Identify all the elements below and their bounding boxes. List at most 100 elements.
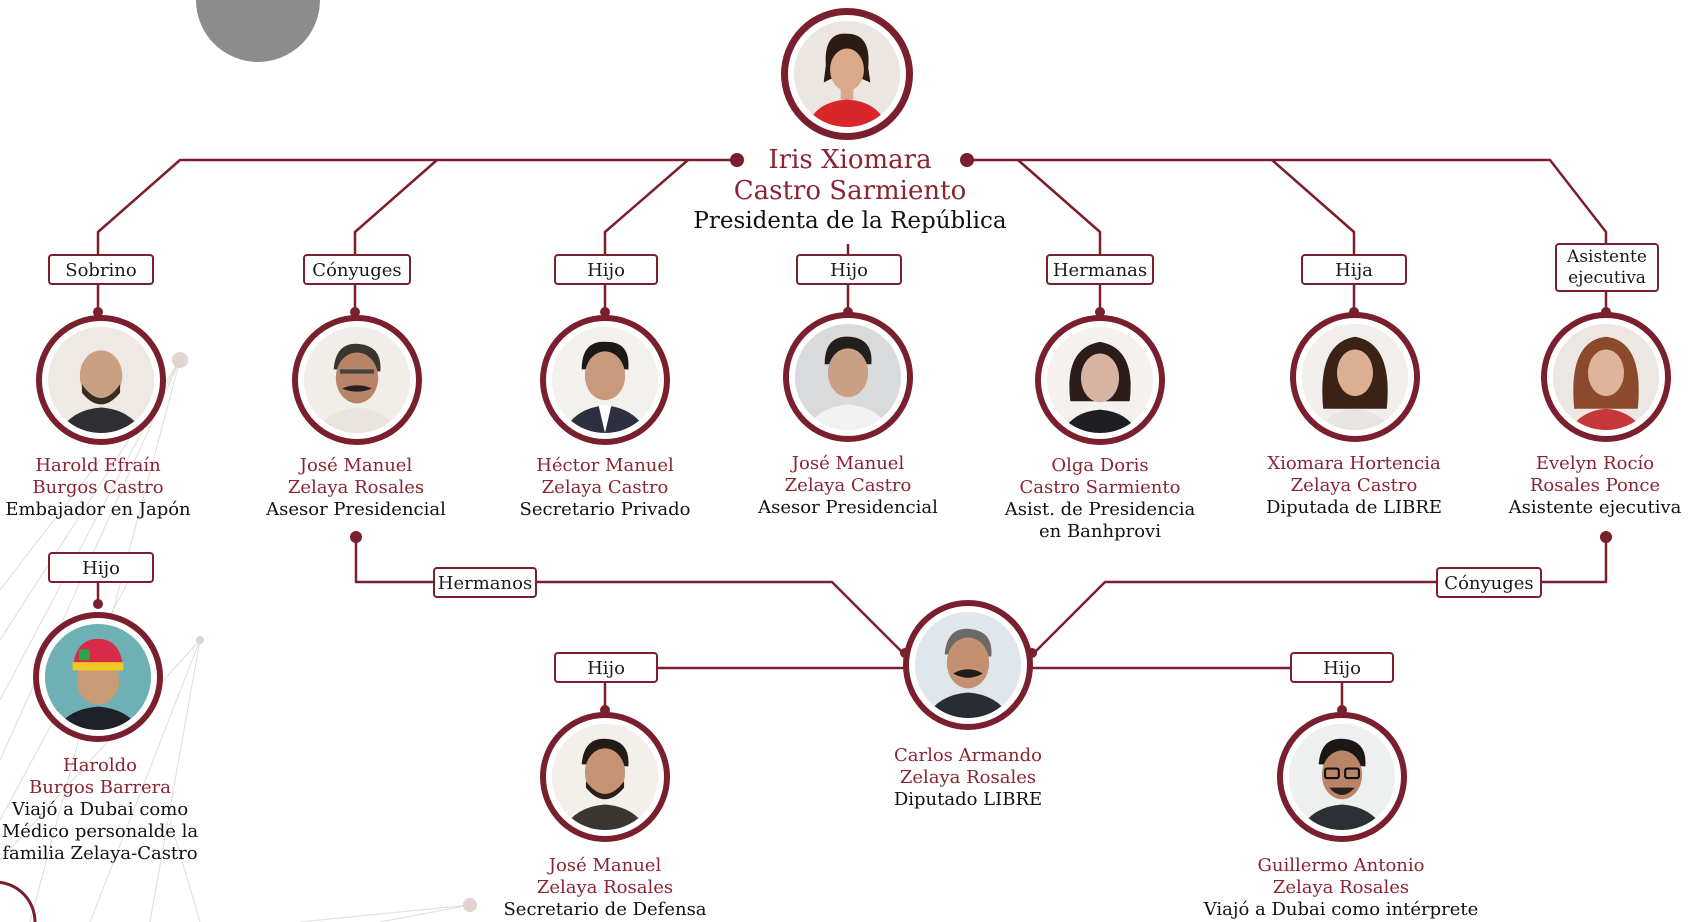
portrait-man-mustache-glasses-icon xyxy=(304,327,410,433)
person-name-line1: José Manuel xyxy=(548,855,662,876)
label-text: Hermanas xyxy=(1052,260,1148,281)
person-name-line1: José Manuel xyxy=(299,455,413,476)
portrait-man-gray-hair-mustache-icon xyxy=(915,612,1021,718)
person-jose-manuel-defensa: José Manuel Zelaya Rosales Secretario de… xyxy=(485,855,725,921)
avatar-olga-doris xyxy=(1035,315,1165,445)
person-role-line1: Secretario Privado xyxy=(519,499,691,520)
avatar-jose-manuel-asesor xyxy=(292,315,422,445)
person-role-line1: Asesor Presidencial xyxy=(266,499,446,520)
relation-label-hijo-hector: Hijo xyxy=(554,254,658,285)
person-role-line1: Asist. de Presidencia xyxy=(1004,499,1196,520)
person-name-line1: Harold Efraín xyxy=(35,455,161,476)
person-olga-doris: Olga Doris Castro Sarmiento Asist. de Pr… xyxy=(980,455,1220,543)
avatar-haroldo xyxy=(33,612,163,742)
person-name-line1: Olga Doris xyxy=(1051,455,1149,476)
person-role-line2: en Banhprovi xyxy=(1038,521,1161,542)
relation-label-hijo-harold: Hijo xyxy=(48,552,154,583)
label-text: Cónyuges xyxy=(312,260,402,281)
person-name-line1: Xiomara Hortencia xyxy=(1267,453,1441,474)
label-text: Hijo xyxy=(587,260,625,281)
label-text: Hijo xyxy=(82,558,120,579)
person-name-line2: Burgos Barrera xyxy=(29,777,171,798)
person-role-line1: Diputada de LIBRE xyxy=(1265,497,1443,518)
decorative-grey-circle xyxy=(196,0,320,62)
portrait-young-man-icon xyxy=(795,324,901,430)
person-name-line2: Castro Sarmiento xyxy=(1019,477,1181,498)
person-name-line2: Burgos Castro xyxy=(32,477,164,498)
relation-label-conyuges-bottom: Cónyuges xyxy=(1436,567,1542,598)
avatar-iris-xiomara xyxy=(781,8,913,140)
relation-label-sobrino: Sobrino xyxy=(48,254,154,285)
avatar-guillermo-antonio xyxy=(1277,712,1407,842)
relation-label-hijo-jose-defensa: Hijo xyxy=(554,652,658,683)
person-name-line1: Guillermo Antonio xyxy=(1257,855,1425,876)
relation-label-hijo-guillermo: Hijo xyxy=(1290,652,1394,683)
portrait-woman-dark-hair-icon xyxy=(1047,327,1153,433)
label-text-line1: Asistente xyxy=(1567,247,1647,267)
person-role-line1: Asesor Presidencial xyxy=(758,497,938,518)
person-name-line1: Héctor Manuel xyxy=(536,455,674,476)
relation-label-hermanas: Hermanas xyxy=(1046,254,1154,285)
person-jose-manuel-asesor: José Manuel Zelaya Rosales Asesor Presid… xyxy=(236,455,476,521)
portrait-woman-red-blazer-icon xyxy=(794,21,900,127)
avatar-jose-manuel-zelaya-castro xyxy=(783,312,913,442)
person-name-line1: Evelyn Rocío xyxy=(1535,453,1655,474)
person-name-line2: Zelaya Castro xyxy=(541,477,669,498)
person-name-line2: Rosales Ponce xyxy=(1529,475,1661,496)
label-text: Hermanos xyxy=(437,573,533,594)
person-role-line3: familia Zelaya-Castro xyxy=(2,843,198,864)
person-hector-manuel: Héctor Manuel Zelaya Castro Secretario P… xyxy=(485,455,725,521)
person-evelyn-rocio: Evelyn Rocío Rosales Ponce Asistente eje… xyxy=(1486,453,1704,519)
portrait-man-colorful-hat-icon xyxy=(45,624,151,730)
portrait-young-woman-icon xyxy=(1302,324,1408,430)
person-carlos-armando: Carlos Armando Zelaya Rosales Diputado L… xyxy=(848,745,1088,811)
person-name-line2: Zelaya Rosales xyxy=(287,477,425,498)
person-name-line2: Zelaya Rosales xyxy=(899,767,1037,788)
portrait-man-suit-icon xyxy=(552,327,658,433)
person-guillermo-antonio: Guillermo Antonio Zelaya Rosales Viajó a… xyxy=(1191,855,1491,921)
person-name-line1: José Manuel xyxy=(791,453,905,474)
portrait-man-glasses-icon xyxy=(1289,724,1395,830)
relation-label-hermanos: Hermanos xyxy=(433,567,537,598)
person-name-line1: Carlos Armando xyxy=(893,745,1043,766)
label-text: Hijo xyxy=(830,260,868,281)
person-harold-efrain: Harold Efraín Burgos Castro Embajador en… xyxy=(0,455,218,521)
portrait-bald-man-beard-icon xyxy=(48,327,154,433)
relation-label-asistente-ejecutiva: Asistente ejecutiva xyxy=(1555,243,1659,292)
person-name-line2: Zelaya Castro xyxy=(784,475,912,496)
person-role-line1: Viajó a Dubai como xyxy=(11,799,189,820)
portrait-woman-auburn-hair-icon xyxy=(1553,324,1659,430)
person-name-line2: Zelaya Rosales xyxy=(536,877,674,898)
person-name-line2: Zelaya Rosales xyxy=(1272,877,1410,898)
person-role-line1: Embajador en Japón xyxy=(5,499,191,520)
label-text: Sobrino xyxy=(65,260,137,281)
person-haroldo: Haroldo Burgos Barrera Viajó a Dubai com… xyxy=(0,755,220,865)
person-role-line1: Secretario de Defensa xyxy=(503,899,707,920)
label-text-line2: ejecutiva xyxy=(1568,268,1646,288)
president-name-line1: Iris Xiomara xyxy=(768,145,932,175)
avatar-carlos-armando xyxy=(903,600,1033,730)
person-role-line2: Médico personalde la xyxy=(1,821,199,842)
person-name-line2: Zelaya Castro xyxy=(1290,475,1418,496)
relation-label-conyuges-top: Cónyuges xyxy=(303,254,411,285)
president-name-block: Iris Xiomara Castro Sarmiento Presidenta… xyxy=(630,145,1070,235)
person-jose-manuel-zelaya-castro: José Manuel Zelaya Castro Asesor Preside… xyxy=(728,453,968,519)
president-role: Presidenta de la República xyxy=(693,208,1007,234)
president-name-line2: Castro Sarmiento xyxy=(733,176,967,206)
relation-label-hija: Hija xyxy=(1301,254,1407,285)
portrait-man-beard-smiling-icon xyxy=(552,724,658,830)
avatar-harold-efrain xyxy=(36,315,166,445)
label-text: Hijo xyxy=(587,658,625,679)
person-role-line1: Viajó a Dubai como intérprete xyxy=(1203,899,1479,920)
avatar-xiomara-hortencia xyxy=(1290,312,1420,442)
person-xiomara-hortencia: Xiomara Hortencia Zelaya Castro Diputada… xyxy=(1234,453,1474,519)
person-role-line1: Diputado LIBRE xyxy=(893,789,1043,810)
avatar-hector-manuel xyxy=(540,315,670,445)
label-text: Hijo xyxy=(1323,658,1361,679)
label-text: Hija xyxy=(1335,260,1373,281)
person-role-line1: Asistente ejecutiva xyxy=(1508,497,1682,518)
person-name-line1: Haroldo xyxy=(63,755,137,776)
avatar-jose-manuel-defensa xyxy=(540,712,670,842)
relation-label-hijo-jose: Hijo xyxy=(796,254,902,285)
